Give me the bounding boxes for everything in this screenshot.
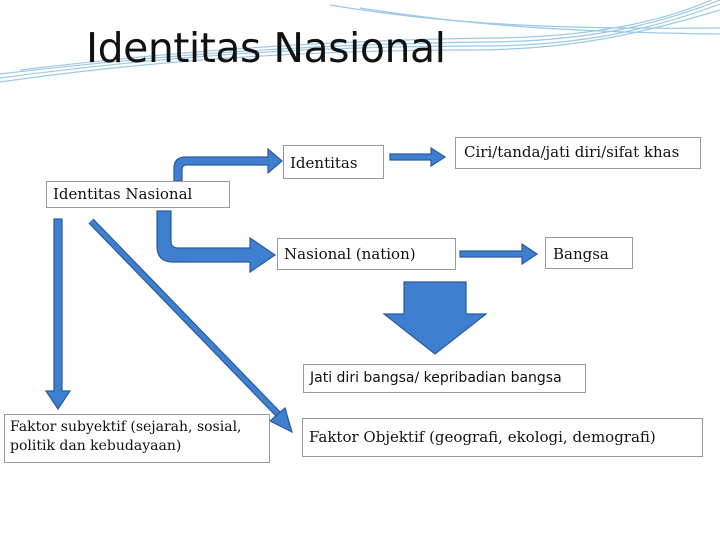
box-faktor-subyektif: Faktor subyektif (sejarah, sosial, polit… [4,414,270,463]
box-bangsa: Bangsa [545,237,633,269]
bent-arrow-to-identitas [174,149,282,181]
bent-arrow-to-nasional [157,211,275,272]
box-identitas-nasional: Identitas Nasional [46,181,230,208]
slide-title: Identitas Nasional [86,24,446,72]
box-faktor-objektif: Faktor Objektif (geografi, ekologi, demo… [302,418,703,457]
arrow-nasional-to-bangsa [460,244,537,264]
box-nasional-nation: Nasional (nation) [277,238,456,270]
arrow-to-faktor-subyektif [46,219,70,409]
arrow-identitas-to-ciri [390,148,445,166]
box-jati-diri-bangsa: Jati diri bangsa/ kepribadian bangsa [303,364,586,393]
big-down-arrow [384,282,486,354]
box-identitas: Identitas [283,145,384,179]
box-ciri-tanda: Ciri/tanda/jati diri/sifat khas [455,137,701,169]
